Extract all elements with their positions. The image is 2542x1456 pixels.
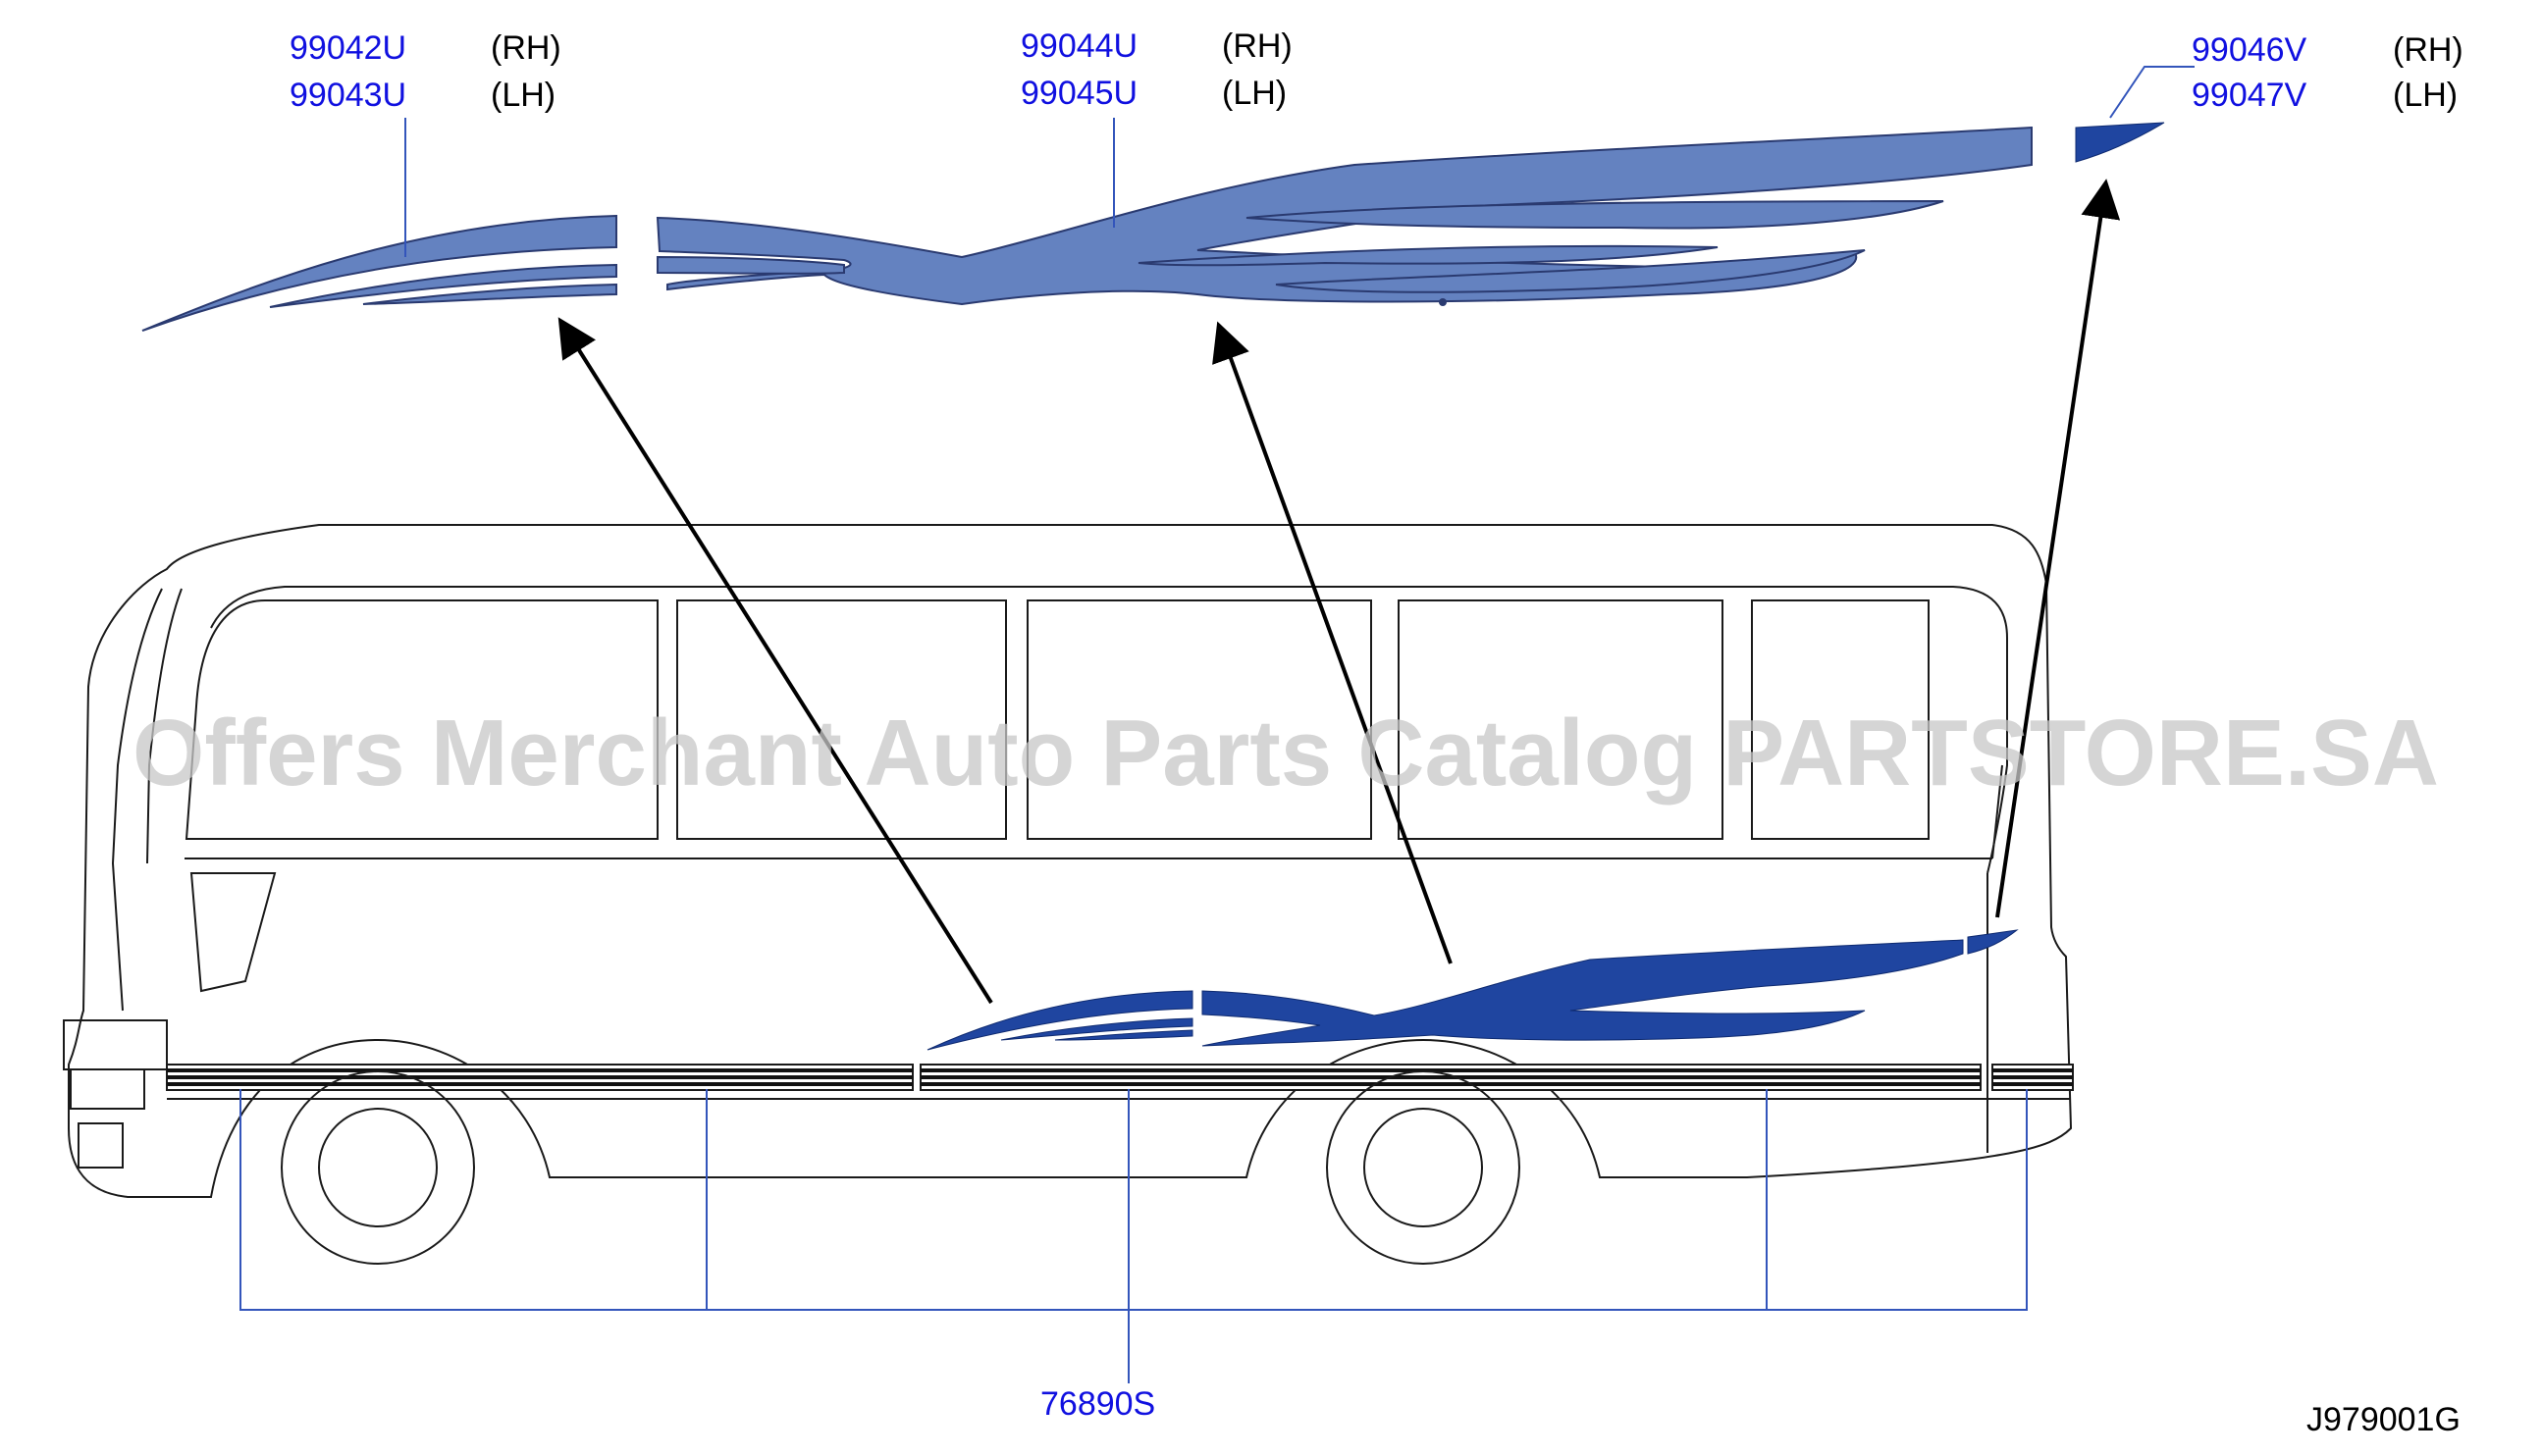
rear-decal-exploded[interactable]: [2075, 122, 2165, 163]
label-front-rh-part[interactable]: 99042U: [290, 29, 406, 67]
side-molding[interactable]: [166, 1064, 2074, 1091]
rear-wheel: [1326, 1070, 1520, 1265]
leader-rear: [2109, 66, 2195, 119]
installed-decal: [927, 929, 2019, 1051]
diagram-code: J979001G: [2306, 1401, 2461, 1438]
middle-decal-exploded[interactable]: [656, 126, 2033, 306]
label-mid-lh-part[interactable]: 99045U: [1021, 75, 1138, 112]
label-molding-part[interactable]: 76890S: [1040, 1385, 1155, 1423]
label-rear-rh-side: (RH): [2393, 31, 2463, 69]
front-wheel: [281, 1070, 475, 1265]
window-4: [1398, 599, 1723, 840]
window-3: [1027, 599, 1372, 840]
watermark: Offers Merchant Auto Parts Catalog PARTS…: [132, 701, 2439, 806]
label-rear-lh-part[interactable]: 99047V: [2192, 77, 2307, 114]
arrow-middle: [1212, 321, 1453, 964]
label-mid-rh-side: (RH): [1222, 27, 1293, 65]
arrow-front: [557, 317, 993, 1005]
label-rear-rh-part[interactable]: 99046V: [2192, 31, 2307, 69]
label-rear-lh-side: (LH): [2393, 77, 2458, 114]
bus-outline: [63, 524, 2074, 1265]
label-front-rh-side: (RH): [491, 29, 561, 67]
label-mid-rh-part[interactable]: 99044U: [1021, 27, 1138, 65]
molding-leaders: [239, 1089, 2028, 1383]
window-1: [185, 599, 659, 840]
front-decal-exploded[interactable]: [141, 214, 617, 332]
label-front-lh-side: (LH): [491, 77, 556, 114]
label-mid-lh-side: (LH): [1222, 75, 1287, 112]
window-5: [1751, 599, 1930, 840]
window-2: [676, 599, 1007, 840]
arrow-rear: [1995, 179, 2121, 918]
label-front-lh-part[interactable]: 99043U: [290, 77, 406, 114]
